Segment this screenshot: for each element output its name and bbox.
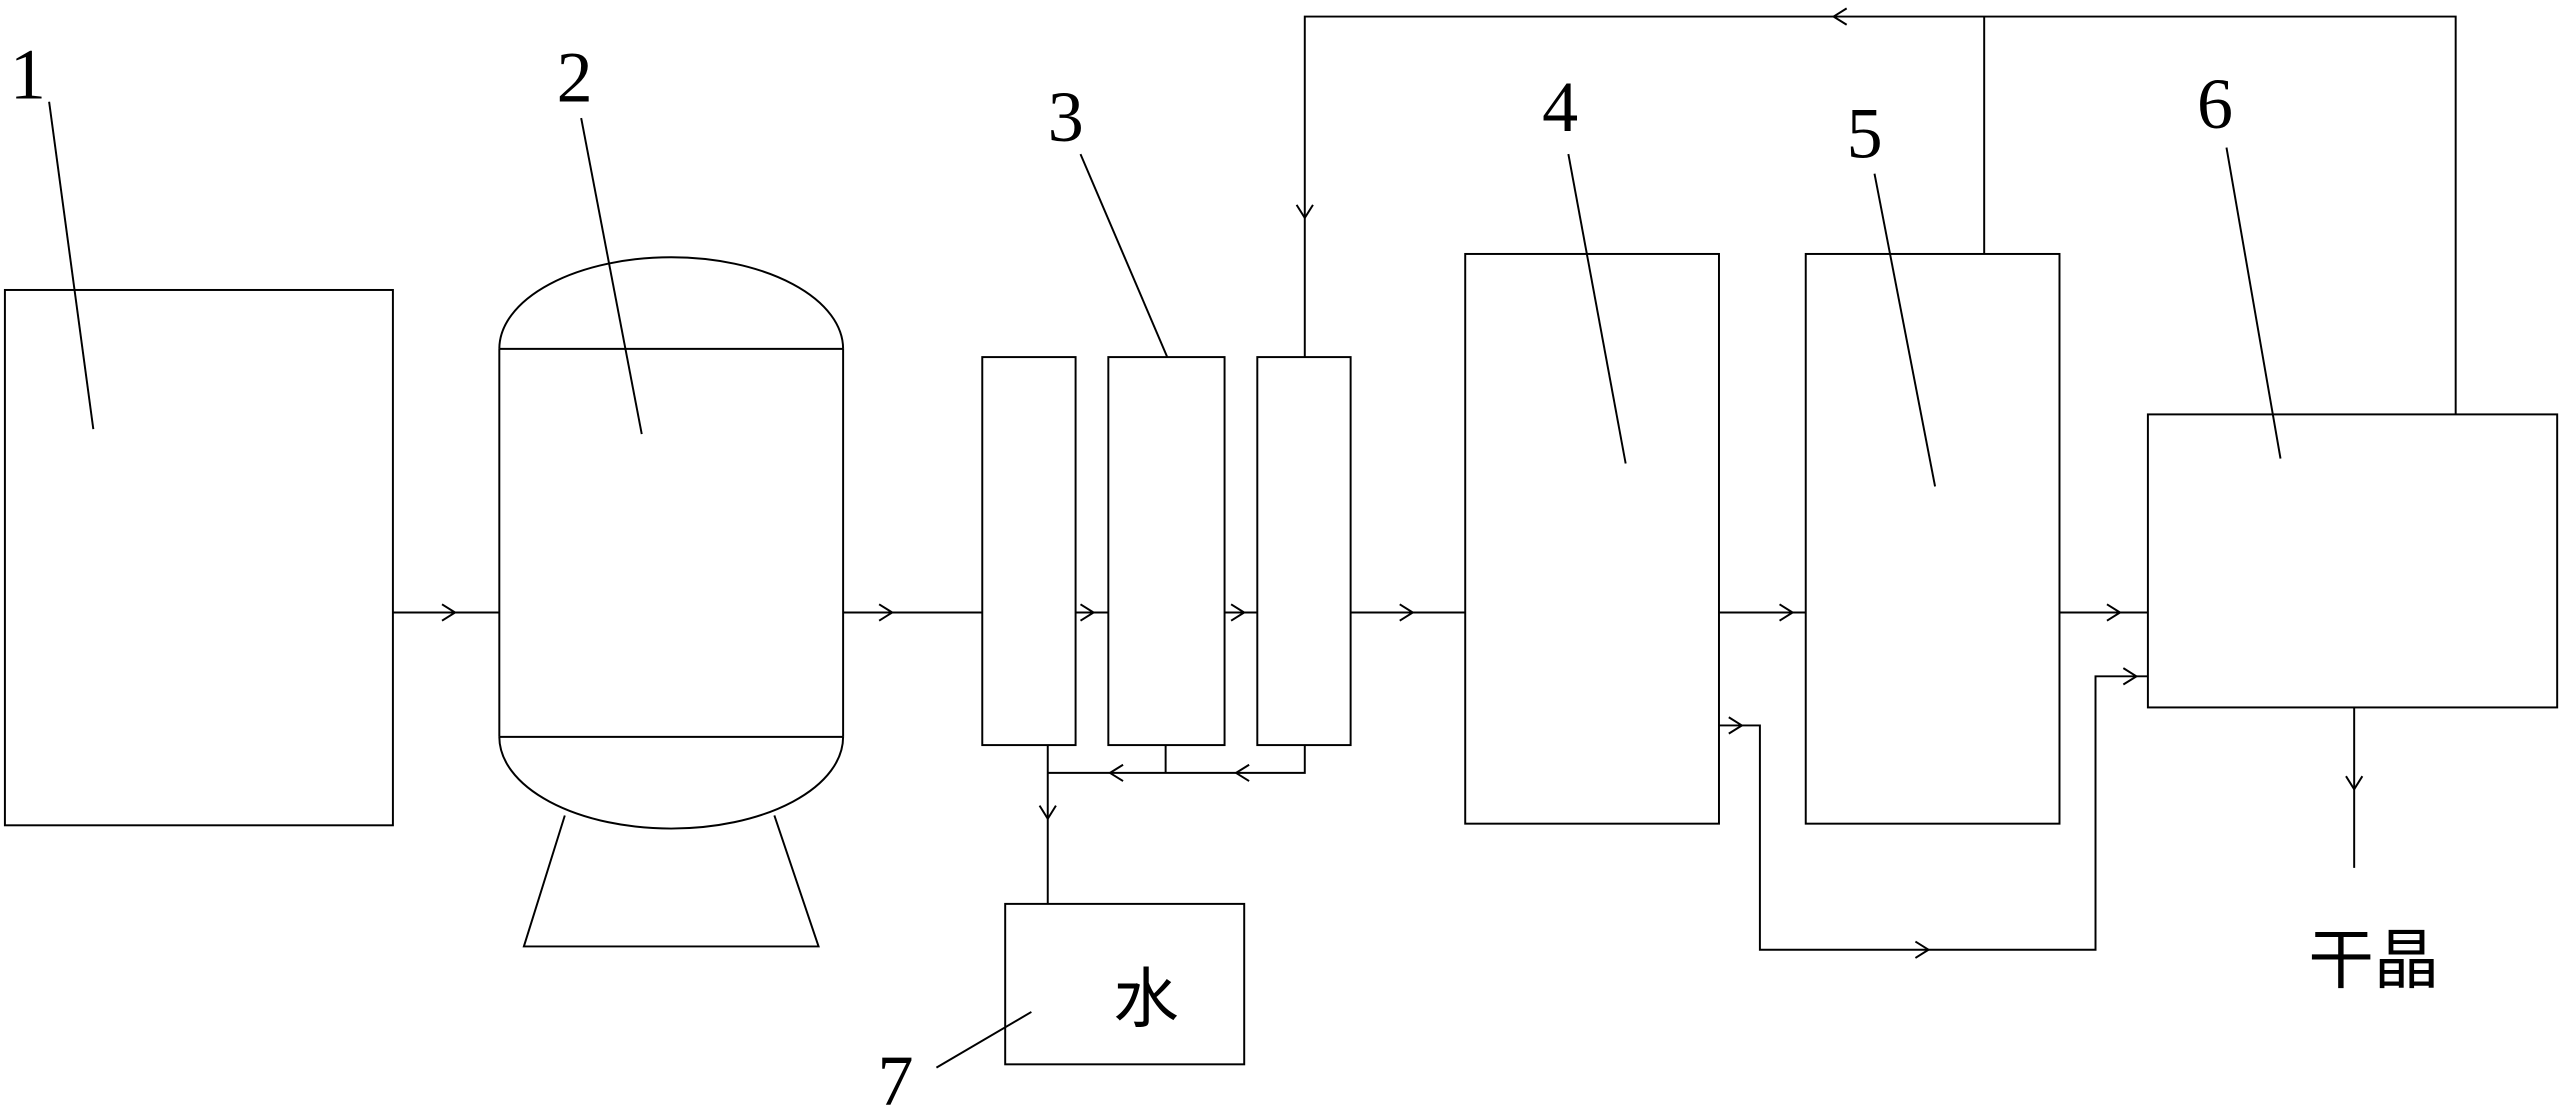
unit-5-leader bbox=[1873, 173, 1937, 487]
arrow-right-icon bbox=[1914, 940, 1931, 959]
unit-5-box bbox=[1804, 252, 2061, 825]
unit-2-leader bbox=[580, 117, 643, 435]
unit-2-tank bbox=[498, 256, 845, 948]
arrow-left-icon bbox=[1108, 763, 1124, 782]
arrow-left-icon bbox=[1234, 763, 1250, 782]
arrow-right-icon bbox=[2122, 667, 2139, 686]
unit-4-label: 4 bbox=[1542, 67, 1578, 147]
arrow-right-icon bbox=[441, 603, 457, 622]
unit-1-leader bbox=[48, 101, 95, 430]
arrow-down-icon bbox=[1295, 204, 1314, 220]
arrow-down-icon bbox=[2345, 775, 2364, 792]
unit-6-label: 6 bbox=[2197, 64, 2233, 144]
arrow-right-icon bbox=[878, 603, 895, 622]
unit-3-filter-c bbox=[1256, 356, 1352, 747]
unit-3-label: 3 bbox=[1048, 77, 1084, 157]
arrow-right-icon bbox=[1399, 603, 1415, 622]
arrow-right-icon bbox=[2106, 603, 2122, 622]
filter-drain-line bbox=[1047, 745, 1306, 774]
tank-support-legs bbox=[522, 815, 820, 948]
arrow-right-icon bbox=[1230, 603, 1247, 622]
tank-bottom-dome bbox=[498, 736, 845, 830]
unit-3-filter-b bbox=[1107, 356, 1226, 747]
arrow-left-icon bbox=[1831, 7, 1848, 26]
unit-3-filter-a bbox=[981, 356, 1077, 747]
unit-6-leader bbox=[2225, 147, 2282, 459]
bypass-4-to-6 bbox=[1718, 675, 2148, 951]
unit-4-leader bbox=[1567, 153, 1627, 464]
arrow-right-icon bbox=[1728, 716, 1744, 735]
arrow-right-icon bbox=[1779, 603, 1795, 622]
tank-top-dome bbox=[498, 256, 845, 349]
unit-5-label: 5 bbox=[1847, 93, 1883, 173]
arrow-right-icon bbox=[1079, 603, 1096, 622]
unit-7-label: 7 bbox=[877, 1041, 913, 1112]
unit-3-leader bbox=[1079, 153, 1169, 358]
unit-2-label: 2 bbox=[557, 38, 593, 118]
unit-1-box bbox=[3, 288, 394, 827]
recycle-6-to-3 bbox=[1303, 15, 2457, 415]
unit-1-label: 1 bbox=[10, 34, 46, 114]
unit-7-leader bbox=[935, 1011, 1032, 1069]
arrow-down-icon bbox=[1038, 805, 1057, 821]
water-box-text: 水 bbox=[1113, 962, 1178, 1038]
unit-6-box bbox=[2146, 413, 2559, 709]
product-text: 干晶 bbox=[2308, 922, 2439, 998]
unit-7-box bbox=[1004, 902, 1246, 1066]
unit-4-box bbox=[1464, 252, 1720, 825]
